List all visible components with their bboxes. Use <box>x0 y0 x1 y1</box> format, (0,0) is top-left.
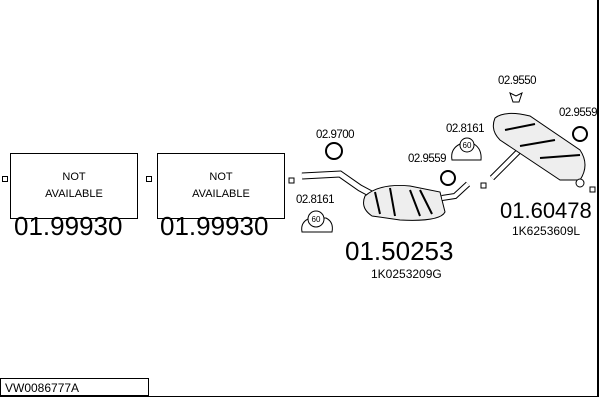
rubber-mount-icon <box>325 142 343 160</box>
connector-marker <box>2 176 8 182</box>
part-number-1[interactable]: 01.99930 <box>14 211 123 241</box>
part-box-2[interactable]: NOT AVAILABLE <box>157 153 285 219</box>
accessory-ref[interactable]: 02.8161 <box>446 123 485 135</box>
accessory-ref[interactable]: 02.9559 <box>559 107 598 119</box>
connector-marker <box>480 182 487 189</box>
vehicle-code: VW0086777A <box>0 378 149 396</box>
rear-muffler <box>492 112 586 181</box>
oem-number-3: 1K0253209G <box>371 267 442 281</box>
accessory-ref[interactable]: 02.8161 <box>296 194 335 206</box>
part-number-3[interactable]: 01.50253 <box>345 236 454 266</box>
part-number-2[interactable]: 01.99930 <box>160 211 269 241</box>
part-number-4[interactable]: 01.60478 <box>500 198 592 223</box>
connector-marker <box>589 186 596 193</box>
hanger-icon <box>509 92 523 103</box>
clamp-size: 60 <box>463 141 472 150</box>
oem-number-4: 1K6253609L <box>512 224 581 238</box>
accessory-ref[interactable]: 02.9700 <box>316 129 355 141</box>
clamp-size: 60 <box>312 215 321 224</box>
rubber-mount-icon <box>440 170 456 186</box>
part-box-1[interactable]: NOT AVAILABLE <box>10 153 138 219</box>
connector-marker <box>146 176 152 182</box>
connector-marker <box>288 177 295 184</box>
rubber-mount-icon <box>572 126 588 142</box>
not-available-text: NOT AVAILABLE <box>192 171 250 200</box>
middle-muffler <box>363 185 446 221</box>
not-available-text: NOT AVAILABLE <box>45 171 103 200</box>
accessory-ref[interactable]: 02.9559 <box>408 153 447 165</box>
accessory-ref[interactable]: 02.9550 <box>498 75 537 87</box>
